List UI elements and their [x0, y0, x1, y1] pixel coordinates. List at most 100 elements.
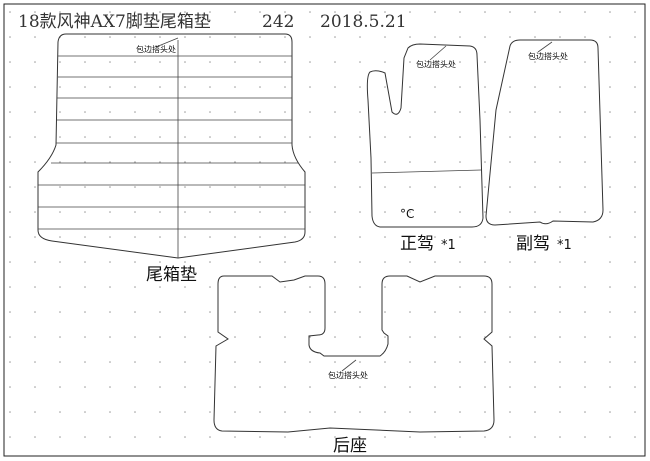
- grid-dot: [634, 311, 636, 313]
- grid-dot: [84, 186, 86, 188]
- grid-dot: [534, 86, 536, 88]
- grid-dot: [109, 86, 111, 88]
- grid-dot: [359, 286, 361, 288]
- grid-dot: [534, 211, 536, 213]
- grid-dot: [509, 136, 511, 138]
- driver-mat-qty: *1: [441, 238, 456, 253]
- grid-dot: [59, 61, 61, 63]
- grid-dot: [584, 61, 586, 63]
- grid-dot: [334, 311, 336, 313]
- grid-dot: [559, 136, 561, 138]
- grid-dot: [384, 211, 386, 213]
- grid-dot: [309, 111, 311, 113]
- grid-dot: [209, 311, 211, 313]
- grid-dot: [459, 186, 461, 188]
- grid-dot: [109, 311, 111, 313]
- grid-dot: [534, 436, 536, 438]
- grid-dot: [234, 336, 236, 338]
- grid-dot: [184, 36, 186, 38]
- grid-dot: [59, 311, 61, 313]
- grid-dot: [259, 286, 261, 288]
- grid-dot: [534, 286, 536, 288]
- grid-dot: [459, 236, 461, 238]
- grid-dot: [309, 211, 311, 213]
- grid-dot: [234, 411, 236, 413]
- grid-dot: [309, 286, 311, 288]
- grid-dot: [484, 186, 486, 188]
- grid-dot: [209, 386, 211, 388]
- grid-dot: [559, 411, 561, 413]
- grid-dot: [159, 86, 161, 88]
- grid-dot: [9, 111, 11, 113]
- driver-mark: °C: [400, 207, 414, 221]
- grid-dot: [259, 161, 261, 163]
- grid-dot: [309, 86, 311, 88]
- grid-dot: [509, 361, 511, 363]
- passenger-mat-label: 副驾: [516, 234, 550, 254]
- grid-dot: [109, 261, 111, 263]
- grid-dot: [84, 386, 86, 388]
- grid-dot: [459, 386, 461, 388]
- grid-dot: [634, 161, 636, 163]
- grid-dot: [284, 261, 286, 263]
- grid-dot: [409, 211, 411, 213]
- grid-dot: [409, 86, 411, 88]
- grid-dot: [184, 261, 186, 263]
- grid-dot: [159, 61, 161, 63]
- grid-dot: [484, 61, 486, 63]
- rear-mat-label: 后座: [333, 436, 367, 456]
- grid-dot: [9, 286, 11, 288]
- grid-dot: [559, 61, 561, 63]
- grid-dot: [609, 436, 611, 438]
- grid-dot: [334, 161, 336, 163]
- grid-dot: [59, 86, 61, 88]
- grid-dot: [484, 311, 486, 313]
- rear-mat: 包边搭头处: [213, 275, 495, 433]
- grid-dot: [159, 236, 161, 238]
- grid-dot: [634, 11, 636, 13]
- grid-dot: [134, 186, 136, 188]
- grid-dot: [84, 11, 86, 13]
- grid-dot: [534, 386, 536, 388]
- grid-dot: [334, 361, 336, 363]
- grid-dot: [9, 86, 11, 88]
- grid-dot: [359, 86, 361, 88]
- grid-dot: [384, 311, 386, 313]
- grid-dot: [234, 286, 236, 288]
- grid-dot: [384, 86, 386, 88]
- grid-dot: [309, 61, 311, 63]
- grid-dot: [159, 186, 161, 188]
- grid-dot: [34, 136, 36, 138]
- grid-dot: [209, 136, 211, 138]
- grid-dot: [409, 336, 411, 338]
- grid-dot: [459, 311, 461, 313]
- grid-dot: [34, 311, 36, 313]
- grid-dot: [9, 136, 11, 138]
- grid-dot: [534, 336, 536, 338]
- grid-dot: [134, 311, 136, 313]
- grid-dot: [109, 211, 111, 213]
- grid-dot: [284, 436, 286, 438]
- grid-dot: [584, 11, 586, 13]
- grid-dot: [459, 161, 461, 163]
- grid-dot: [634, 336, 636, 338]
- grid-dot: [59, 186, 61, 188]
- grid-dot: [609, 311, 611, 313]
- grid-dot: [184, 211, 186, 213]
- grid-dot: [34, 61, 36, 63]
- passenger-note: 包边搭头处: [528, 51, 568, 61]
- grid-dot: [634, 186, 636, 188]
- grid-dot: [9, 61, 11, 63]
- grid-dot: [234, 11, 236, 13]
- grid-dot: [159, 286, 161, 288]
- grid-dot: [359, 111, 361, 113]
- grid-dot: [509, 311, 511, 313]
- grid-dot: [484, 411, 486, 413]
- grid-dot: [34, 286, 36, 288]
- grid-dot: [534, 361, 536, 363]
- grid-dot: [584, 136, 586, 138]
- passenger-mat: 包边搭头处: [485, 39, 604, 226]
- grid-dot: [509, 386, 511, 388]
- grid-dot: [334, 61, 336, 63]
- grid-dot: [609, 286, 611, 288]
